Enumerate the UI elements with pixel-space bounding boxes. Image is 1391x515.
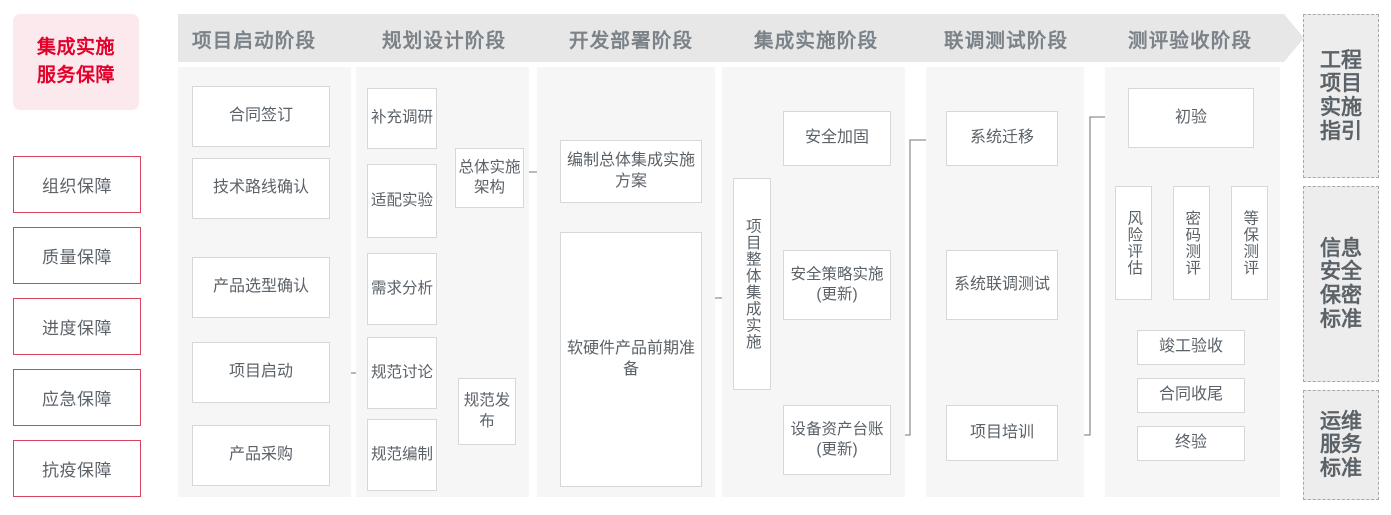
node-label: 安全加固: [804, 129, 869, 147]
node-spec-drafting[interactable]: 规范编制: [367, 419, 437, 491]
node-label: 项目整体集成实施: [743, 218, 761, 350]
guarantee-label: 进度保障: [42, 319, 112, 338]
standard-label: 工程项目实施指引: [1320, 48, 1362, 143]
node-label: 竣工验收: [1158, 338, 1223, 356]
node-label: 等保测评: [1241, 210, 1259, 276]
stage-header-label: 项目启动阶段: [192, 29, 317, 52]
node-risk-assessment[interactable]: 风险评估: [1115, 186, 1152, 300]
node-product-procurement[interactable]: 产品采购: [192, 425, 330, 486]
node-label: 规范讨论: [370, 363, 433, 381]
node-overall-project-integration[interactable]: 项目整体集成实施: [733, 178, 771, 390]
stage-header-5[interactable]: 联调测试阶段: [912, 14, 1124, 62]
node-tech-route-confirm[interactable]: 技术路线确认: [192, 158, 330, 219]
stage-header-label: 联调测试阶段: [944, 29, 1069, 52]
guarantee-label: 抗疫保障: [42, 461, 112, 480]
node-label: 安全策略实施(更新): [790, 265, 884, 303]
node-label: 密码测评: [1183, 210, 1201, 276]
stage-header-6[interactable]: 测评验收阶段: [1096, 14, 1304, 62]
node-security-policy-implementation[interactable]: 安全策略实施(更新): [783, 250, 891, 320]
standard-engineering-project-guide[interactable]: 工程项目实施指引: [1303, 14, 1379, 178]
guarantee-label: 质量保障: [42, 248, 112, 267]
stage-header-label: 集成实施阶段: [754, 29, 879, 52]
node-spec-discussion[interactable]: 规范讨论: [367, 337, 437, 409]
node-label: 系统联调测试: [953, 275, 1050, 293]
node-label: 补充调研: [370, 109, 433, 127]
node-cryptography-evaluation[interactable]: 密码测评: [1173, 186, 1210, 300]
node-requirement-analysis[interactable]: 需求分析: [367, 253, 437, 325]
node-label: 产品选型确认: [212, 278, 309, 296]
guarantee-item-organization[interactable]: 组织保障: [13, 156, 141, 213]
node-mlps-evaluation[interactable]: 等保测评: [1231, 186, 1268, 300]
node-label: 总体实施架构: [458, 158, 521, 196]
node-spec-release[interactable]: 规范发布: [458, 378, 516, 445]
node-project-training[interactable]: 项目培训: [946, 405, 1058, 461]
guarantee-item-quality[interactable]: 质量保障: [13, 227, 141, 284]
node-contract-signing[interactable]: 合同签订: [192, 86, 330, 147]
node-label: 合同收尾: [1158, 386, 1223, 404]
stage-header-label: 规划设计阶段: [382, 29, 507, 52]
node-project-kickoff[interactable]: 项目启动: [192, 342, 330, 403]
guarantee-item-emergency[interactable]: 应急保障: [13, 369, 141, 426]
node-label: 终验: [1174, 434, 1207, 452]
node-overall-integration-plan[interactable]: 编制总体集成实施方案: [560, 140, 702, 203]
node-system-migration[interactable]: 系统迁移: [946, 111, 1058, 166]
node-label: 项目启动: [228, 363, 293, 381]
guarantee-item-epidemic[interactable]: 抗疫保障: [13, 440, 141, 497]
node-label: 初验: [1174, 108, 1207, 126]
node-label: 风险评估: [1125, 210, 1143, 276]
node-completion-acceptance[interactable]: 竣工验收: [1137, 330, 1245, 365]
node-final-acceptance[interactable]: 终验: [1137, 426, 1245, 461]
node-label: 合同签订: [228, 107, 293, 125]
node-label: 编制总体集成实施方案: [566, 151, 695, 190]
node-label: 产品采购: [228, 446, 293, 464]
node-hw-sw-preparation[interactable]: 软硬件产品前期准备: [560, 232, 702, 487]
page-title: 集成实施 服务保障: [13, 14, 139, 110]
guarantee-label: 组织保障: [42, 177, 112, 196]
node-preliminary-acceptance[interactable]: 初验: [1128, 88, 1254, 148]
node-contract-closeout[interactable]: 合同收尾: [1137, 378, 1245, 413]
node-label: 需求分析: [370, 279, 433, 297]
page-title-line2: 服务保障: [36, 65, 115, 86]
node-label: 技术路线确认: [212, 179, 309, 197]
node-label: 适配实验: [370, 191, 433, 209]
node-label: 规范编制: [370, 445, 433, 463]
standard-ops-service[interactable]: 运维服务标准: [1303, 390, 1379, 500]
stage-header-label: 测评验收阶段: [1128, 29, 1253, 52]
node-system-joint-test[interactable]: 系统联调测试: [946, 250, 1058, 320]
stage-header-3[interactable]: 开发部署阶段: [537, 14, 749, 62]
node-label: 软硬件产品前期准备: [566, 339, 695, 378]
node-adaptation-experiment[interactable]: 适配实验: [367, 164, 437, 238]
node-security-hardening[interactable]: 安全加固: [783, 111, 891, 166]
stage-header-label: 开发部署阶段: [569, 29, 694, 52]
guarantee-label: 应急保障: [42, 390, 112, 409]
node-supplementary-research[interactable]: 补充调研: [367, 88, 437, 149]
node-label: 设备资产台账(更新): [790, 420, 884, 458]
stage-header-4[interactable]: 集成实施阶段: [722, 14, 939, 62]
node-label: 规范发布: [463, 392, 511, 430]
node-product-selection-confirm[interactable]: 产品选型确认: [192, 257, 330, 318]
standard-label: 信息安全保密标准: [1320, 236, 1362, 331]
standard-information-security-confidentiality[interactable]: 信息安全保密标准: [1303, 186, 1379, 382]
node-asset-ledger-update[interactable]: 设备资产台账(更新): [783, 405, 891, 475]
page-title-line1: 集成实施: [36, 37, 115, 59]
stage-header-2[interactable]: 规划设计阶段: [350, 14, 560, 62]
stage-header-1[interactable]: 项目启动阶段: [178, 14, 370, 62]
node-label: 系统迁移: [969, 129, 1034, 147]
node-overall-implementation-architecture[interactable]: 总体实施架构: [455, 148, 524, 208]
node-label: 项目培训: [969, 423, 1034, 441]
standard-label: 运维服务标准: [1320, 409, 1362, 480]
guarantee-item-schedule[interactable]: 进度保障: [13, 298, 141, 355]
